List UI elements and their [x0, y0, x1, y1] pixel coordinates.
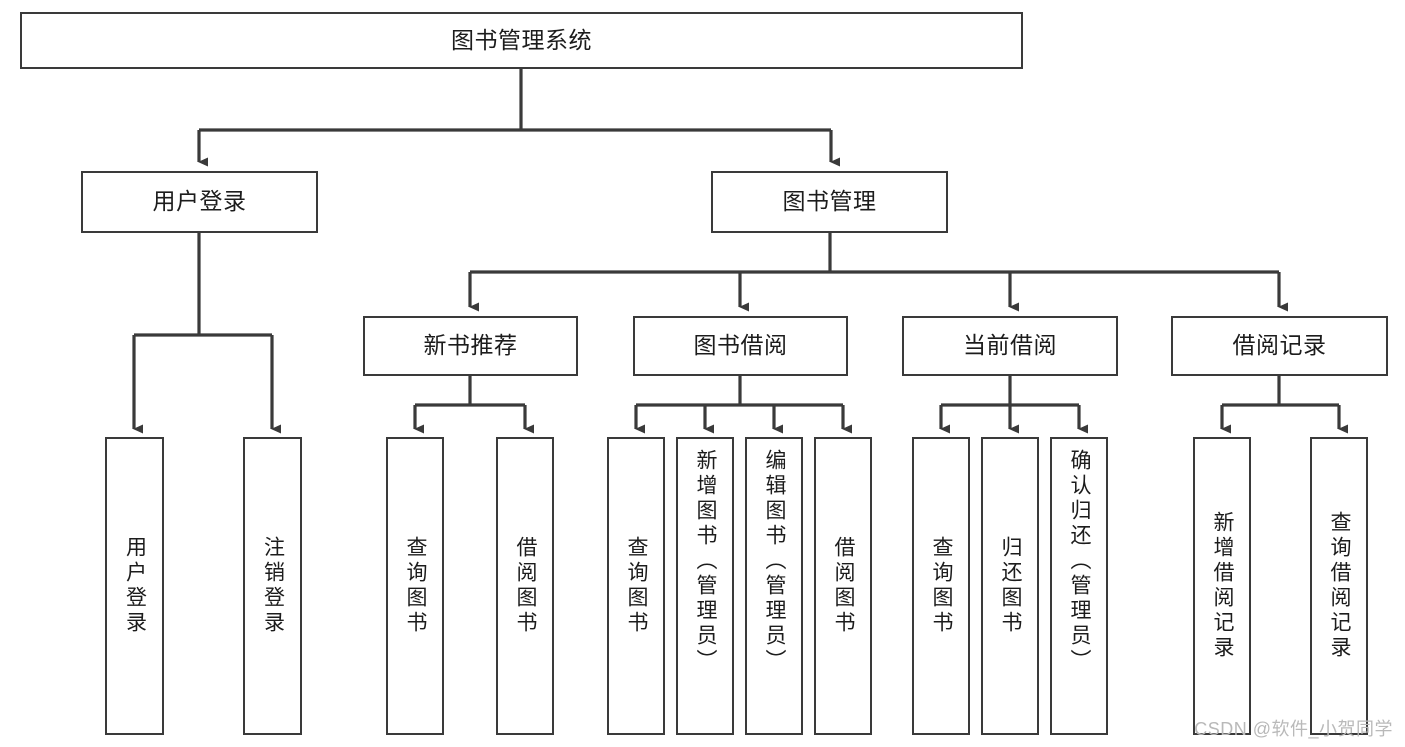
leaf-book-borrow-borrow-label: 借阅图书	[832, 536, 856, 636]
node-book-borrow[interactable]: 图书借阅	[633, 316, 848, 376]
leaf-new-book-query[interactable]: 查询图书	[386, 437, 444, 735]
connector-group-borrow-record	[1220, 376, 1348, 434]
node-book-manage[interactable]: 图书管理	[711, 171, 948, 233]
node-root-system-label: 图书管理系统	[451, 26, 592, 53]
leaf-book-borrow-borrow[interactable]: 借阅图书	[814, 437, 872, 735]
node-borrow-record[interactable]: 借阅记录	[1171, 316, 1388, 376]
node-user-login[interactable]: 用户登录	[81, 171, 318, 233]
leaf-current-borrow-query-label: 查询图书	[930, 536, 954, 636]
leaf-current-borrow-query[interactable]: 查询图书	[912, 437, 970, 735]
leaf-book-borrow-add[interactable]: 新增图书（管理员）	[676, 437, 734, 735]
node-borrow-record-label: 借阅记录	[1232, 332, 1327, 359]
leaf-borrow-record-query[interactable]: 查询借阅记录	[1310, 437, 1368, 735]
connector-group-book-borrow	[634, 376, 852, 434]
leaf-new-book-query-label: 查询图书	[404, 536, 428, 636]
leaf-current-borrow-return-label: 归还图书	[999, 536, 1023, 636]
node-root-system[interactable]: 图书管理系统	[20, 12, 1023, 69]
leaf-user-login-logout[interactable]: 注销登录	[243, 437, 302, 735]
node-current-borrow[interactable]: 当前借阅	[902, 316, 1118, 376]
node-book-manage-label: 图书管理	[782, 188, 877, 215]
leaf-book-borrow-query[interactable]: 查询图书	[607, 437, 665, 735]
leaf-book-borrow-edit[interactable]: 编辑图书（管理员）	[745, 437, 803, 735]
leaf-book-borrow-edit-label: 编辑图书（管理员）	[763, 449, 787, 674]
leaf-user-login-login[interactable]: 用户登录	[105, 437, 164, 735]
node-new-book-recommend[interactable]: 新书推荐	[363, 316, 578, 376]
leaf-borrow-record-add[interactable]: 新增借阅记录	[1193, 437, 1251, 735]
node-book-borrow-label: 图书借阅	[693, 332, 788, 359]
leaf-current-borrow-confirm[interactable]: 确认归还（管理员）	[1050, 437, 1108, 735]
leaf-user-login-logout-label: 注销登录	[261, 536, 285, 636]
leaf-book-borrow-add-label: 新增图书（管理员）	[694, 449, 718, 674]
leaf-new-book-borrow[interactable]: 借阅图书	[496, 437, 554, 735]
leaf-current-borrow-return[interactable]: 归还图书	[981, 437, 1039, 735]
leaf-book-borrow-query-label: 查询图书	[625, 536, 649, 636]
leaf-current-borrow-confirm-label: 确认归还（管理员）	[1068, 449, 1092, 674]
connector-group-root	[197, 68, 840, 167]
node-current-borrow-label: 当前借阅	[963, 332, 1057, 359]
connector-group-user-login	[132, 233, 281, 434]
node-new-book-recommend-label: 新书推荐	[423, 332, 518, 359]
node-user-login-label: 用户登录	[152, 188, 247, 215]
connector-group-current-borrow	[939, 376, 1088, 434]
connector-group-book-manage	[468, 233, 1288, 312]
leaf-new-book-borrow-label: 借阅图书	[514, 536, 538, 636]
leaf-borrow-record-query-label: 查询借阅记录	[1328, 511, 1352, 661]
leaf-user-login-login-label: 用户登录	[123, 536, 147, 636]
connector-group-new-book	[413, 376, 534, 434]
leaf-borrow-record-add-label: 新增借阅记录	[1211, 511, 1235, 661]
